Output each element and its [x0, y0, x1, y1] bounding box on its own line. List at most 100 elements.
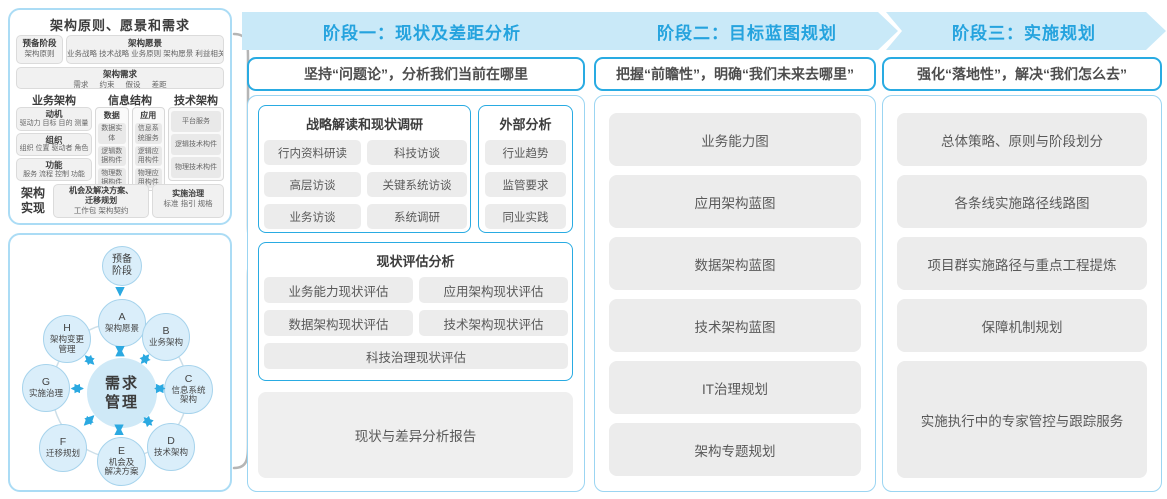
circle-letter: E	[117, 444, 125, 457]
subbox-title: 应用	[140, 111, 157, 121]
subbox-title: 数据	[103, 111, 120, 121]
data-subbox: 数据 数据实体 逻辑数据构件 物理数据构件	[95, 107, 129, 192]
info-subcolumns: 数据 数据实体 逻辑数据构件 物理数据构件 应用 信息系统服务 逻辑应用构件 物…	[95, 107, 165, 192]
adm-cycle-panel: 预备 阶段 A 架构愿景 B 业务架构 C 信息系统 架构 D 技术架构 E 机…	[8, 233, 232, 492]
phase-3-header: 阶段三：实施规划	[952, 23, 1096, 43]
pill: 逻辑技术构件	[171, 134, 221, 155]
pill: 数据架构现状评估	[264, 310, 413, 336]
pill: 应用架构现状评估	[419, 277, 568, 303]
organization-box: 组织 组织 位置 驱动者 角色	[16, 132, 92, 157]
box-title: 动机	[45, 109, 63, 120]
box-body: 组织 位置 驱动者 角色	[19, 145, 89, 153]
external-analysis-group: 外部分析 行业趋势 监管要求 同业实践	[478, 105, 573, 233]
pill: 行业趋势	[485, 140, 566, 165]
phase-2-header: 阶段二：目标蓝图规划	[657, 23, 837, 43]
circle-label: 业务架构	[148, 336, 183, 347]
subtitle-text: 强化“落地性”，解决“我们怎么去”	[917, 66, 1127, 82]
box-body: 业务战略 技术战略 业务原则 架构愿景 利益相关者	[67, 48, 224, 58]
double-arrow-f-icon	[83, 415, 95, 426]
adm-circle-e: E 机会及 解决方案	[97, 437, 146, 486]
adm-circle-prep: 预备 阶段	[102, 246, 142, 286]
deliverable-box: 数据架构蓝图	[609, 237, 861, 290]
group-stack: 行业趋势 监管要求 同业实践	[479, 140, 572, 229]
circle-letter: G	[41, 376, 51, 389]
pill: 高层访谈	[264, 172, 361, 197]
phase-2-content: 业务能力图 应用架构蓝图 数据架构蓝图 技术架构蓝图 IT治理规划 架构专题规划	[594, 95, 876, 492]
strategy-research-group: 战略解读和现状调研 行内资料研读 科技访谈 高层访谈 关键系统访谈 业务访谈 系…	[258, 105, 471, 233]
prep-vision-row: 预备阶段 架构原则 架构愿景 业务战略 技术战略 业务原则 架构愿景 利益相关者	[16, 35, 224, 65]
deliverable-box: 项目群实施路径与重点工程提炼	[897, 237, 1147, 290]
circle-label: 架构变更 管理	[49, 334, 84, 354]
deliverable-box: 保障机制规划	[897, 299, 1147, 352]
business-architecture-column: 业务架构 动机 驱动力 目标 目的 测量 组织 组织 位置 驱动者 角色 功能 …	[16, 92, 92, 182]
phase-1-header: 阶段一：现状及差距分析	[323, 23, 521, 43]
box-title: 组织	[45, 134, 63, 145]
pill: 系统调研	[367, 204, 467, 229]
deliverable-box: 实施执行中的专家管控与跟踪服务	[897, 361, 1147, 478]
group-grid: 业务能力现状评估 应用架构现状评估 数据架构现状评估 技术架构现状评估 科技治理…	[259, 277, 572, 369]
pill: 科技访谈	[367, 140, 467, 165]
column-header: 信息结构	[108, 95, 152, 108]
phase-2-band: 阶段二：目标蓝图规划	[600, 12, 898, 50]
adm-center-circle: 需求 管理	[87, 358, 157, 428]
column-header: 技术架构	[174, 95, 218, 108]
pill: 科技治理现状评估	[264, 343, 568, 369]
adm-circle-a: A 架构愿景	[98, 299, 146, 347]
pill: 逻辑数据构件	[98, 145, 126, 166]
realization-label: 架构 实现	[20, 186, 45, 216]
current-state-assessment-group: 现状评估分析 业务能力现状评估 应用架构现状评估 数据架构现状评估 技术架构现状…	[258, 242, 573, 381]
adm-circle-c: C 信息系统 架构	[164, 365, 213, 414]
phase-3-band: 阶段三：实施规划	[886, 12, 1166, 50]
group-title: 战略解读和现状调研	[305, 117, 423, 132]
adm-circle-d: D 技术架构	[147, 423, 195, 471]
adm-circle-h: H 架构变更 管理	[43, 315, 91, 363]
pill: 物理技术构件	[171, 156, 221, 178]
circle-label: 迁移规划	[45, 447, 80, 458]
pill: 平台服务	[171, 111, 221, 133]
phase-3-items: 总体策略、原则与阶段划分 各条线实施路径线路图 项目群实施路径与重点工程提炼 保…	[883, 96, 1161, 491]
box-title: 架构愿景	[127, 38, 162, 48]
report-label: 现状与差异分析报告	[354, 429, 477, 444]
pill: 业务访谈	[264, 204, 361, 229]
architecture-framework-panel: 架构原则、愿景和需求 预备阶段 架构原则 架构愿景 业务战略 技术战略 业务原则…	[8, 8, 232, 225]
adm-circle-f: F 迁移规划	[39, 424, 87, 472]
pill: 数据实体	[98, 123, 126, 144]
adm-circle-g: G 实施治理	[22, 364, 70, 412]
pill: 业务能力现状评估	[264, 277, 413, 303]
circle-letter: A	[118, 311, 126, 324]
box-body: 驱动力 目标 目的 测量	[19, 120, 89, 128]
architecture-vision-box: 架构愿景 业务战略 技术战略 业务原则 架构愿景 利益相关者	[66, 35, 224, 65]
gap-analysis-report-box: 现状与差异分析报告	[258, 392, 573, 478]
double-arrow-b-icon	[139, 353, 151, 365]
function-box: 功能 服务 流程 控制 功能	[16, 158, 92, 182]
circle-letter: H	[63, 322, 71, 335]
information-structure-column: 信息结构 数据 数据实体 逻辑数据构件 物理数据构件 应用 信息系统服务 逻辑应…	[95, 92, 165, 192]
phase-1-content: 战略解读和现状调研 行内资料研读 科技访谈 高层访谈 关键系统访谈 业务访谈 系…	[247, 95, 585, 492]
pill: 同业实践	[485, 204, 566, 229]
circle-letter: D	[167, 435, 175, 448]
phase-3-subtitle: 强化“落地性”，解决“我们怎么去”	[882, 57, 1162, 91]
pill: 物理应用构件	[134, 167, 162, 189]
deliverable-box: 业务能力图	[609, 113, 861, 166]
prep-phase-box: 预备阶段 架构原则	[16, 35, 63, 65]
group-grid: 行内资料研读 科技访谈 高层访谈 关键系统访谈 业务访谈 系统调研	[259, 140, 470, 229]
application-subbox: 应用 信息系统服务 逻辑应用构件 物理应用构件	[131, 107, 165, 192]
box-title: 功能	[45, 160, 63, 171]
circle-label: 信息系统 架构	[171, 384, 206, 405]
pill: 监管要求	[485, 172, 566, 197]
double-arrow-d-icon	[142, 415, 154, 428]
box-body: 工作包 架构契约	[73, 206, 129, 216]
phase-1-band: 阶段一：现状及差距分析	[242, 12, 622, 50]
circle-label: 预备 阶段	[112, 254, 132, 277]
architecture-realization-row: 架构 实现 机会及解决方案、 迁移规划 工作包 架构契约 实施治理 标准 指引 …	[16, 184, 224, 218]
subtitle-text: 坚持“问题论”，分析我们当前在哪里	[304, 66, 528, 82]
circle-label: 实施治理	[28, 387, 63, 398]
box-title: 实施治理	[172, 189, 205, 199]
circle-label: 架构愿景	[104, 322, 139, 333]
group-title: 现状评估分析	[376, 254, 455, 269]
circle-label: 机会及 解决方案	[104, 456, 139, 477]
circle-letter: C	[184, 372, 193, 385]
phase-1-subtitle: 坚持“问题论”，分析我们当前在哪里	[247, 57, 585, 91]
phase-2-items: 业务能力图 应用架构蓝图 数据架构蓝图 技术架构蓝图 IT治理规划 架构专题规划	[595, 96, 875, 491]
